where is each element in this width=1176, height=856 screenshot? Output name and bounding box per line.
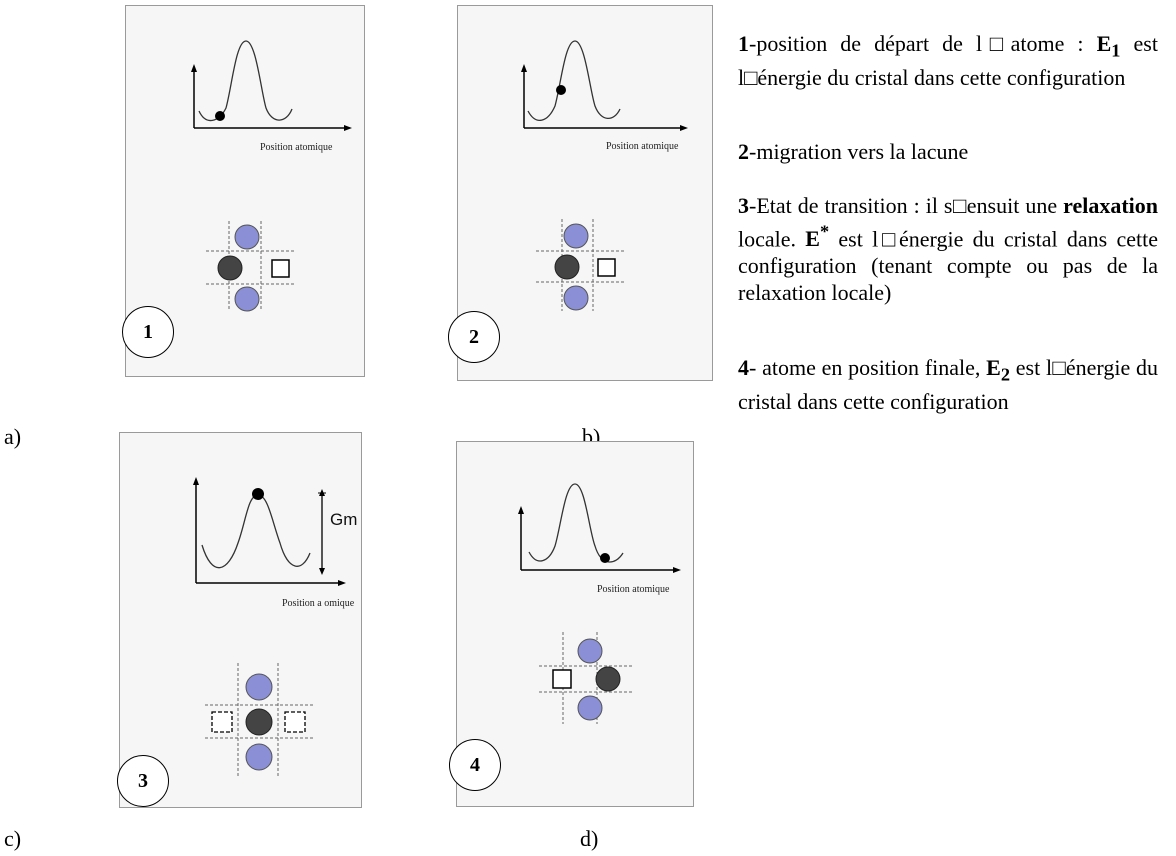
description-step-4: 4- atome en position finale, E2 est l□én…	[738, 354, 1158, 415]
energy-barrier-label: Gm	[330, 510, 358, 529]
step-number: 4	[738, 355, 749, 380]
energy-symbol: E*	[805, 222, 830, 252]
sublabel-a: a)	[4, 424, 22, 449]
description-text: 4- atome en position finale, E2 est l□én…	[738, 354, 1158, 415]
energy-diagram-1	[191, 40, 352, 312]
energy-diagram-4	[518, 483, 681, 724]
panel-2: Position atomique 2	[448, 5, 713, 381]
description-step-1: 1-position de départ de l□atome : E1 est…	[738, 30, 1158, 91]
step-number: 1	[738, 31, 749, 56]
description-text-part: -position de départ de l□atome :	[749, 31, 1097, 56]
xaxis-label: Position atomique	[260, 142, 333, 153]
relaxation-term: relaxation	[1063, 193, 1158, 218]
description-text-part: est l□énergie du cristal dans cette conf…	[738, 355, 1158, 415]
step-badge: 3	[117, 755, 169, 807]
description-text-part: est l□énergie du cristal dans cette conf…	[738, 226, 1158, 306]
energy-symbol: E1	[1096, 31, 1121, 61]
step-badge: 4	[449, 739, 501, 791]
step-badge: 2	[448, 311, 500, 363]
energy-symbol: E2	[986, 355, 1010, 385]
step-badge: 1	[122, 306, 174, 358]
xaxis-label: Position atomique	[597, 584, 670, 595]
xaxis-label: Position atomique	[606, 141, 679, 152]
description-text-part: locale.	[738, 226, 806, 252]
description-text-part: -Etat de transition : il s□ensuit une	[749, 193, 1064, 218]
xaxis-label: Position a omique	[282, 598, 355, 609]
description-text-part: est l□énergie du cristal dans cette conf…	[738, 31, 1158, 91]
description-text-part: -migration vers la lacune	[749, 139, 969, 164]
step-number: 3	[738, 193, 749, 218]
description-text: 2-migration vers la lacune	[738, 138, 1158, 165]
description-text: 3-Etat de transition : il s□ensuit une r…	[738, 192, 1158, 306]
description-step-2: 2-migration vers la lacune	[738, 138, 1158, 165]
sublabel-d: d)	[580, 826, 599, 851]
step-number: 2	[738, 139, 749, 164]
sublabel-c: c)	[4, 826, 22, 851]
panel-3: Gm Position a omique 3	[117, 432, 362, 808]
description-step-3: 3-Etat de transition : il s□ensuit une r…	[738, 192, 1158, 306]
panel-4: Position atomique 4	[449, 441, 694, 807]
energy-diagram-2	[521, 40, 688, 311]
panel-1: Position atomique 1	[122, 5, 365, 377]
description-text: 1-position de départ de l□atome : E1 est…	[738, 30, 1158, 91]
description-text-part: - atome en position finale,	[749, 355, 987, 380]
energy-diagram-3	[193, 477, 346, 778]
